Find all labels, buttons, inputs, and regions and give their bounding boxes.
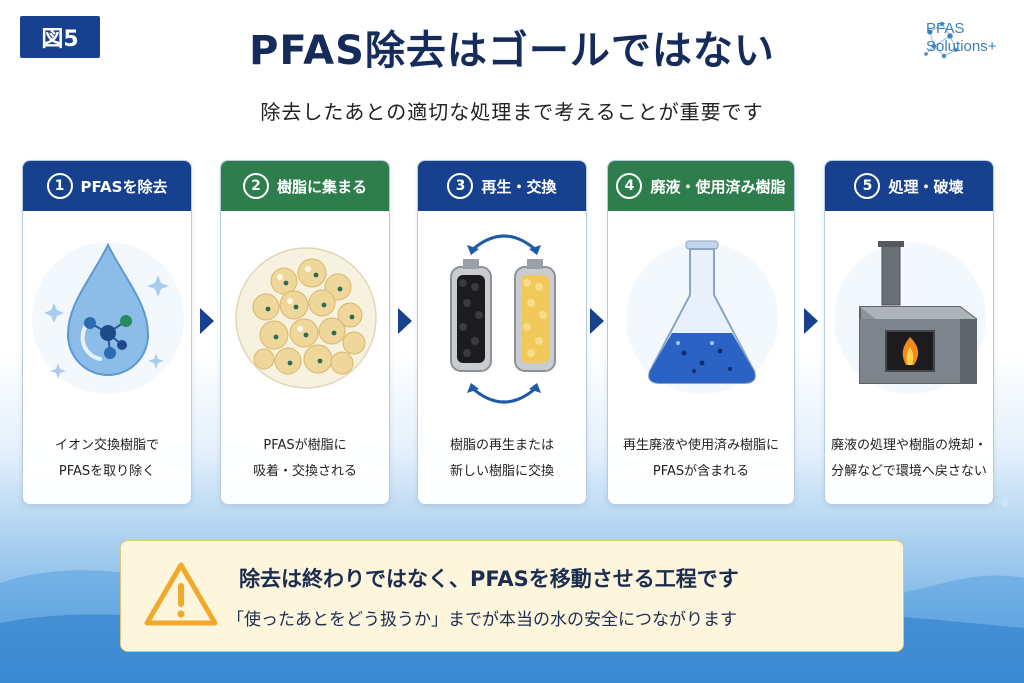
key-message-main: 除去は終わりではなく、PFASを移動させる工程です [239, 567, 739, 591]
step-label-2: 樹脂に集まる [276, 177, 367, 196]
figure-label: 図5 [20, 16, 100, 58]
step-number-3: 3 [447, 173, 474, 199]
step-label-4: 廃液・使用済み樹脂 [650, 177, 786, 196]
resin-beads-icon [235, 247, 377, 389]
step-card-3: 3 再生・交換 樹脂の再生または 新しい樹脂に交換 [417, 160, 587, 505]
key-message-sub: 「使ったあとをどう扱うか」までが本当の水の安全につながります [227, 610, 737, 630]
key-message-box: 除去は終わりではなく、PFASを移動させる工程です 「使ったあとをどう扱うか」ま… [120, 540, 904, 652]
step-description-5: 廃液の処理や樹脂の焼却・ 分解などで環境へ戻さない [829, 433, 989, 485]
step-desc-line: 分解などで環境へ戻さない [831, 464, 987, 479]
water-drop-molecule-icon [32, 242, 184, 394]
step-description-1: イオン交換樹脂で PFASを取り除く [27, 433, 187, 485]
step-card-2: 2 樹脂に集まる PFASが樹脂に 吸着・交換される [220, 160, 390, 505]
chevron-right-icon [590, 308, 604, 334]
logo-line1: PFAS [926, 20, 965, 37]
step-desc-line: 樹脂の再生または [449, 438, 554, 453]
step-header-4: 4 廃液・使用済み樹脂 [608, 161, 794, 211]
warning-icon [144, 562, 218, 626]
page-title: PFAS除去はゴールではない [249, 28, 775, 74]
step-desc-line: 再生廃液や使用済み樹脂に [622, 438, 779, 453]
step-number-1: 1 [46, 173, 73, 199]
resin-columns-exchange-icon [450, 234, 556, 404]
step-card-1: 1 PFASを除去 イオン交換樹脂で PFASを取り除く [22, 160, 192, 505]
step-number-5: 5 [854, 173, 881, 199]
flask-icon [626, 240, 778, 394]
step-description-3: 樹脂の再生または 新しい樹脂に交換 [422, 433, 582, 485]
step-desc-line: 廃液の処理や樹脂の焼却・ [830, 438, 987, 453]
step-header-3: 3 再生・交換 [418, 161, 586, 211]
step-label-1: PFASを除去 [80, 177, 168, 196]
step-desc-line: PFASを取り除く [58, 464, 156, 479]
chevron-right-icon [200, 308, 214, 334]
molecule-network-icon [924, 21, 959, 59]
logo-line2: Solutions+ [926, 38, 997, 55]
step-card-4: 4 廃液・使用済み樹脂 再生廃液や使用済み樹脂に PFASが含まれる [607, 160, 795, 505]
step-desc-line: イオン交換樹脂で [54, 438, 159, 453]
step-label-3: 再生・交換 [481, 177, 557, 196]
step-desc-line: 吸着・交換される [252, 464, 357, 479]
logo-text: PFAS Solutions+ [926, 20, 996, 56]
chevron-right-icon [804, 308, 818, 334]
chevron-right-icon [398, 308, 412, 334]
page-subtitle: 除去したあとの適切な処理まで考えることが重要です [260, 100, 764, 124]
step-description-2: PFASが樹脂に 吸着・交換される [225, 433, 385, 485]
step-header-2: 2 樹脂に集まる [221, 161, 389, 211]
step-header-1: 1 PFASを除去 [23, 161, 191, 211]
step-label-5: 処理・破壊 [888, 177, 964, 196]
step-desc-line: PFASが含まれる [652, 464, 750, 479]
step-desc-line: 新しい樹脂に交換 [449, 464, 554, 479]
step-header-5: 5 処理・破壊 [825, 161, 993, 211]
step-desc-line: PFASが樹脂に [263, 438, 347, 453]
step-number-2: 2 [242, 173, 269, 199]
incinerator-icon [834, 241, 986, 394]
step-card-5: 5 処理・破壊 廃液の処理や樹脂の焼却・ 分解などで環境へ戻さない [824, 160, 994, 505]
step-number-4: 4 [616, 173, 643, 199]
step-description-4: 再生廃液や使用済み樹脂に PFASが含まれる [612, 433, 790, 485]
